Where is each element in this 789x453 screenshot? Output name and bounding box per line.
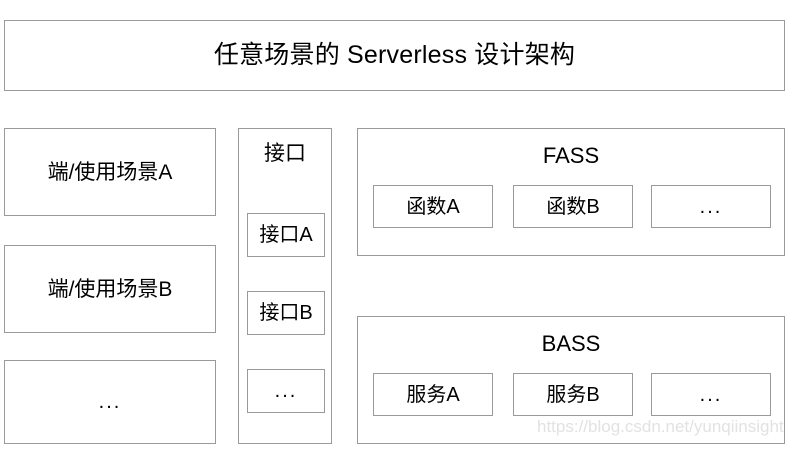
interface-item-more-label: ... [274,380,298,402]
bass-panel-title: BASS [541,331,601,356]
client-box-more: ... [4,360,216,444]
interface-item-b: 接口B [247,291,325,335]
fass-item-more-label: ... [699,195,723,218]
bass-item-service-a: 服务A [373,373,493,416]
interface-panel: 接口 接口A 接口B ... [238,128,332,444]
interface-panel-title: 接口 [264,142,306,165]
diagram-title-text: 任意场景的 Serverless 设计架构 [213,41,576,69]
fass-item-function-b: 函数B [513,185,633,228]
interface-item-a-label: 接口A [259,224,313,246]
interface-item-b-label: 接口B [259,302,313,324]
fass-panel: FASS 函数A 函数B ... [357,128,785,256]
bass-panel: BASS 服务A 服务B ... [357,316,785,444]
fass-item-more: ... [651,185,771,228]
bass-item-service-b-label: 服务B [546,383,600,406]
client-box-more-label: ... [98,391,122,413]
fass-item-function-a-label: 函数A [406,195,460,218]
diagram-title-box: 任意场景的 Serverless 设计架构 [4,20,785,91]
bass-item-more-label: ... [699,383,723,406]
bass-item-more: ... [651,373,771,416]
fass-item-function-a: 函数A [373,185,493,228]
interface-item-more: ... [247,369,325,413]
watermark-text: https://blog.csdn.net/yunqiinsight [537,417,784,436]
client-box-b: 端/使用场景B [4,245,216,333]
interface-item-a: 接口A [247,213,325,257]
client-box-a-label: 端/使用场景A [47,160,173,184]
client-box-b-label: 端/使用场景B [47,277,173,301]
fass-item-function-b-label: 函数B [546,195,600,218]
client-box-a: 端/使用场景A [4,128,216,216]
fass-panel-title: FASS [542,143,600,168]
bass-item-service-a-label: 服务A [406,383,460,406]
bass-item-service-b: 服务B [513,373,633,416]
